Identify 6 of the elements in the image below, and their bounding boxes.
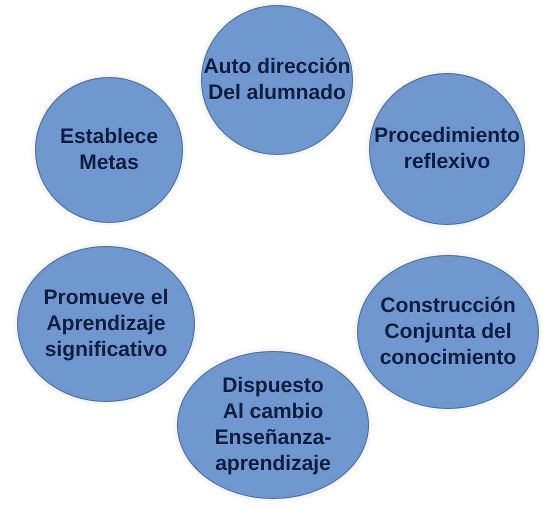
concept-label: Construcción Conjunta del conocimiento xyxy=(378,293,518,371)
concept-label: Auto dirección Del alumnado xyxy=(202,54,352,106)
concept-label: Procedimiento reflexivo xyxy=(373,123,521,175)
concept-label: Promueve el Aprendizaje significativo xyxy=(42,285,170,363)
concept-label: Establece Metas xyxy=(58,124,160,176)
concept-label: Dispuesto Al cambio Enseñanza-aprendizaje xyxy=(214,373,332,477)
